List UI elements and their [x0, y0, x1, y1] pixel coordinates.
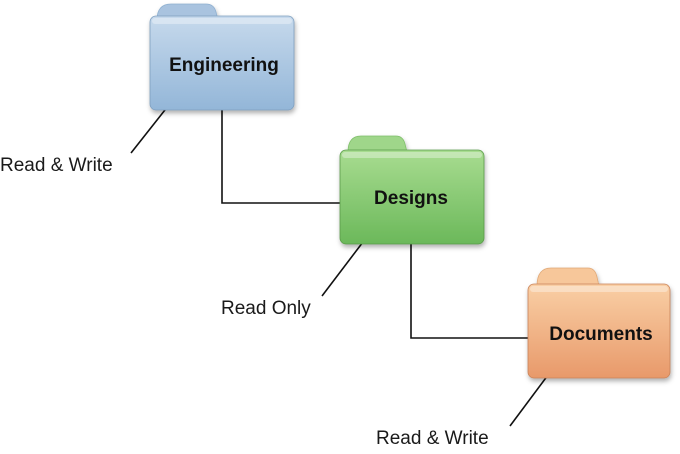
folder-body-designs	[339, 149, 485, 245]
folder-label-designs: Designs	[374, 188, 448, 209]
folder-engineering[interactable]	[149, 3, 295, 111]
folder-tab-designs	[347, 135, 408, 153]
permission-label-designs: Read Only	[221, 298, 311, 319]
permission-pointer-designs	[321, 237, 367, 297]
permission-label-engineering: Read & Write	[0, 155, 113, 176]
folder-documents[interactable]	[527, 267, 671, 379]
folder-designs[interactable]	[339, 135, 485, 245]
connector-engineering-to-designs	[221, 110, 341, 204]
folder-body-engineering	[149, 15, 295, 111]
permission-label-documents: Read & Write	[376, 428, 489, 449]
folder-label-engineering: Engineering	[169, 55, 279, 76]
connector-designs-to-documents	[410, 243, 528, 339]
folder-label-documents: Documents	[549, 324, 652, 345]
permission-pointer-documents	[509, 370, 552, 427]
folder-tab-documents	[536, 267, 600, 287]
folder-body-documents	[527, 283, 671, 379]
